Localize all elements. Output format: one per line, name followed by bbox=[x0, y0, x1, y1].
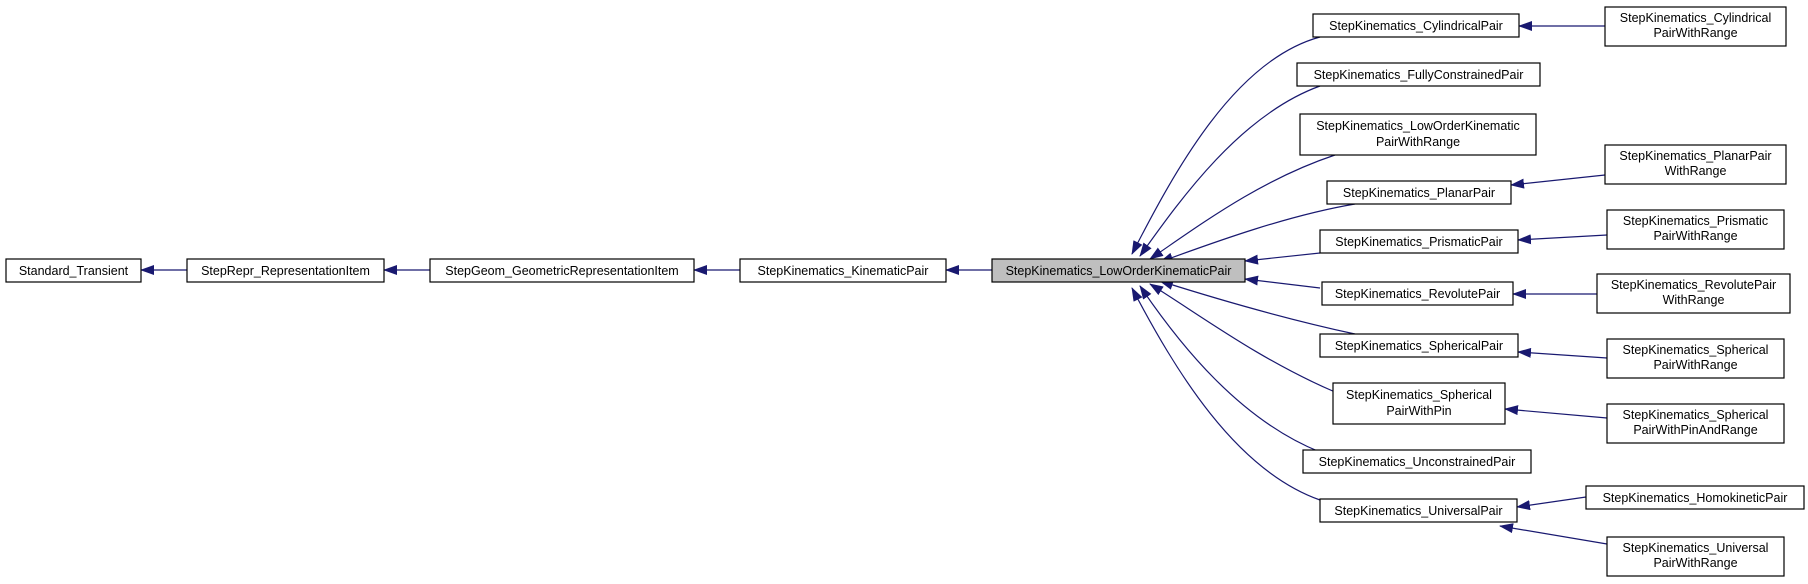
node-representation-item[interactable]: StepRepr_RepresentationItem bbox=[186, 258, 385, 283]
edge-spherical-pin-to-low-order bbox=[1149, 283, 1336, 393]
node-standard-transient[interactable]: Standard_Transient bbox=[5, 258, 142, 283]
node-label: StepKinematics_UnconstrainedPair bbox=[1319, 455, 1516, 469]
node-low-order-kinematic-pair[interactable]: StepKinematics_LowOrderKinematicPair bbox=[991, 258, 1246, 283]
node-label: StepKinematics_SphericalPair bbox=[1335, 339, 1503, 353]
node-label-line-2: PairWithRange bbox=[1376, 135, 1460, 149]
node-label-line-2: PairWithRange bbox=[1653, 229, 1737, 243]
edge-prismatic-range-to-prismatic bbox=[1517, 234, 1608, 245]
node-planar-pair-with-range[interactable]: StepKinematics_PlanarPair WithRange bbox=[1604, 144, 1787, 185]
node-label: StepKinematics_CylindricalPair bbox=[1329, 19, 1503, 33]
edge-planar-to-low-order bbox=[1159, 203, 1356, 263]
node-label-line-1: StepKinematics_Spherical bbox=[1623, 343, 1769, 357]
node-planar-pair[interactable]: StepKinematics_PlanarPair bbox=[1326, 180, 1512, 205]
node-label-line-2: WithRange bbox=[1665, 164, 1727, 178]
node-label-line-1: StepKinematics_PlanarPair bbox=[1619, 149, 1771, 163]
node-label-line-1: StepKinematics_LowOrderKinematic bbox=[1316, 119, 1520, 133]
nodes: Standard_Transient StepRepr_Representati… bbox=[5, 6, 1805, 577]
node-label-line-1: StepKinematics_Spherical bbox=[1623, 408, 1769, 422]
edge-planar-range-to-planar bbox=[1510, 174, 1606, 189]
node-spherical-pair-with-pin-and-range[interactable]: StepKinematics_Spherical PairWithPinAndR… bbox=[1606, 403, 1785, 444]
node-universal-pair-with-range[interactable]: StepKinematics_Universal PairWithRange bbox=[1606, 536, 1785, 577]
edge-prismatic-to-low-order bbox=[1244, 252, 1321, 265]
edge-unconstrained-to-low-order bbox=[1139, 285, 1321, 453]
edge-spherical-to-low-order bbox=[1159, 280, 1356, 335]
node-label: StepKinematics_PrismaticPair bbox=[1335, 235, 1502, 249]
edge-universal-to-low-order bbox=[1131, 287, 1321, 501]
node-spherical-pair-with-range[interactable]: StepKinematics_Spherical PairWithRange bbox=[1606, 338, 1785, 379]
node-label-line-2: PairWithRange bbox=[1653, 556, 1737, 570]
node-label: StepKinematics_FullyConstrainedPair bbox=[1314, 68, 1524, 82]
node-label: StepKinematics_LowOrderKinematicPair bbox=[1006, 264, 1232, 278]
node-label-line-2: WithRange bbox=[1663, 293, 1725, 307]
edge-spherical-range-to-spherical bbox=[1517, 347, 1608, 359]
edge-homokinetic-to-universal bbox=[1516, 496, 1587, 511]
node-revolute-pair-with-range[interactable]: StepKinematics_RevolutePair WithRange bbox=[1596, 273, 1791, 314]
edges bbox=[140, 21, 1608, 545]
node-prismatic-pair-with-range[interactable]: StepKinematics_Prismatic PairWithRange bbox=[1606, 209, 1785, 250]
node-label-line-2: PairWithRange bbox=[1653, 26, 1737, 40]
node-revolute-pair[interactable]: StepKinematics_RevolutePair bbox=[1321, 281, 1514, 306]
node-label-line-1: StepKinematics_Universal bbox=[1623, 541, 1769, 555]
node-homokinetic-pair[interactable]: StepKinematics_HomokineticPair bbox=[1585, 485, 1805, 510]
node-spherical-pair[interactable]: StepKinematics_SphericalPair bbox=[1319, 333, 1519, 358]
node-kinematic-pair[interactable]: StepKinematics_KinematicPair bbox=[739, 258, 947, 283]
edge-spherical-pin-range-to-spherical-pin bbox=[1504, 405, 1608, 419]
node-label-line-2: PairWithPinAndRange bbox=[1633, 423, 1757, 437]
node-label: StepKinematics_RevolutePair bbox=[1335, 287, 1500, 301]
node-prismatic-pair[interactable]: StepKinematics_PrismaticPair bbox=[1319, 229, 1519, 254]
edge-cylindrical-to-low-order bbox=[1131, 36, 1321, 255]
node-universal-pair[interactable]: StepKinematics_UniversalPair bbox=[1319, 498, 1518, 523]
node-spherical-pair-with-pin[interactable]: StepKinematics_Spherical PairWithPin bbox=[1332, 382, 1506, 425]
node-label: StepKinematics_HomokineticPair bbox=[1603, 491, 1788, 505]
node-geometric-representation-item[interactable]: StepGeom_GeometricRepresentationItem bbox=[429, 258, 695, 283]
edge-universal-range-to-universal bbox=[1499, 523, 1608, 545]
node-label: Standard_Transient bbox=[19, 264, 129, 278]
edge-low-order-range-to-low-order bbox=[1149, 154, 1336, 260]
node-label-line-2: PairWithPin bbox=[1386, 404, 1451, 418]
node-label-line-1: StepKinematics_Prismatic bbox=[1623, 214, 1768, 228]
node-label: StepKinematics_UniversalPair bbox=[1334, 504, 1502, 518]
node-fully-constrained-pair[interactable]: StepKinematics_FullyConstrainedPair bbox=[1296, 62, 1541, 87]
node-unconstrained-pair[interactable]: StepKinematics_UnconstrainedPair bbox=[1302, 449, 1532, 474]
node-label: StepKinematics_KinematicPair bbox=[758, 264, 929, 278]
edge-fully-constrained-to-low-order bbox=[1139, 85, 1321, 257]
node-label-line-1: StepKinematics_Cylindrical bbox=[1620, 11, 1771, 25]
node-label-line-1: StepKinematics_RevolutePair bbox=[1611, 278, 1776, 292]
edge-revolute-to-low-order bbox=[1244, 275, 1321, 289]
node-label: StepGeom_GeometricRepresentationItem bbox=[445, 264, 678, 278]
node-label-line-2: PairWithRange bbox=[1653, 358, 1737, 372]
node-label-line-1: StepKinematics_Spherical bbox=[1346, 388, 1492, 402]
node-cylindrical-pair-with-range[interactable]: StepKinematics_Cylindrical PairWithRange bbox=[1604, 6, 1787, 47]
node-label: StepKinematics_PlanarPair bbox=[1343, 186, 1495, 200]
node-label: StepRepr_RepresentationItem bbox=[201, 264, 370, 278]
node-cylindrical-pair[interactable]: StepKinematics_CylindricalPair bbox=[1312, 13, 1520, 38]
node-low-order-kinematic-pair-with-range[interactable]: StepKinematics_LowOrderKinematic PairWit… bbox=[1299, 113, 1537, 156]
